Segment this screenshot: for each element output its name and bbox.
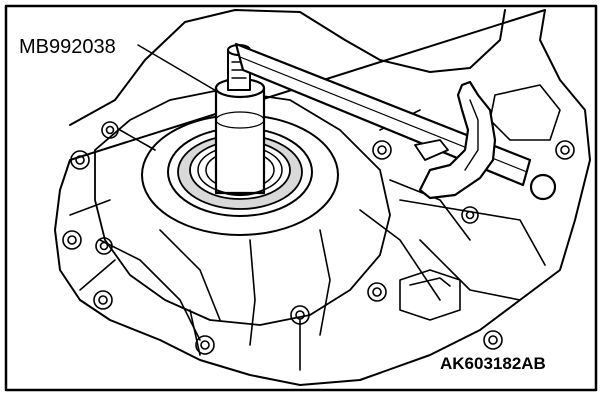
- flange-contour: [94, 89, 391, 326]
- case-ribs: [69, 109, 546, 371]
- hook-puller: [414, 80, 497, 200]
- bolt-bosses: [62, 121, 575, 355]
- tool-id-label: MB992038: [17, 36, 118, 58]
- figure-code-label: AK603182AB: [439, 354, 547, 373]
- figure-border: [4, 4, 598, 392]
- tool-leader-line: [137, 44, 219, 93]
- case-outline: [54, 9, 591, 386]
